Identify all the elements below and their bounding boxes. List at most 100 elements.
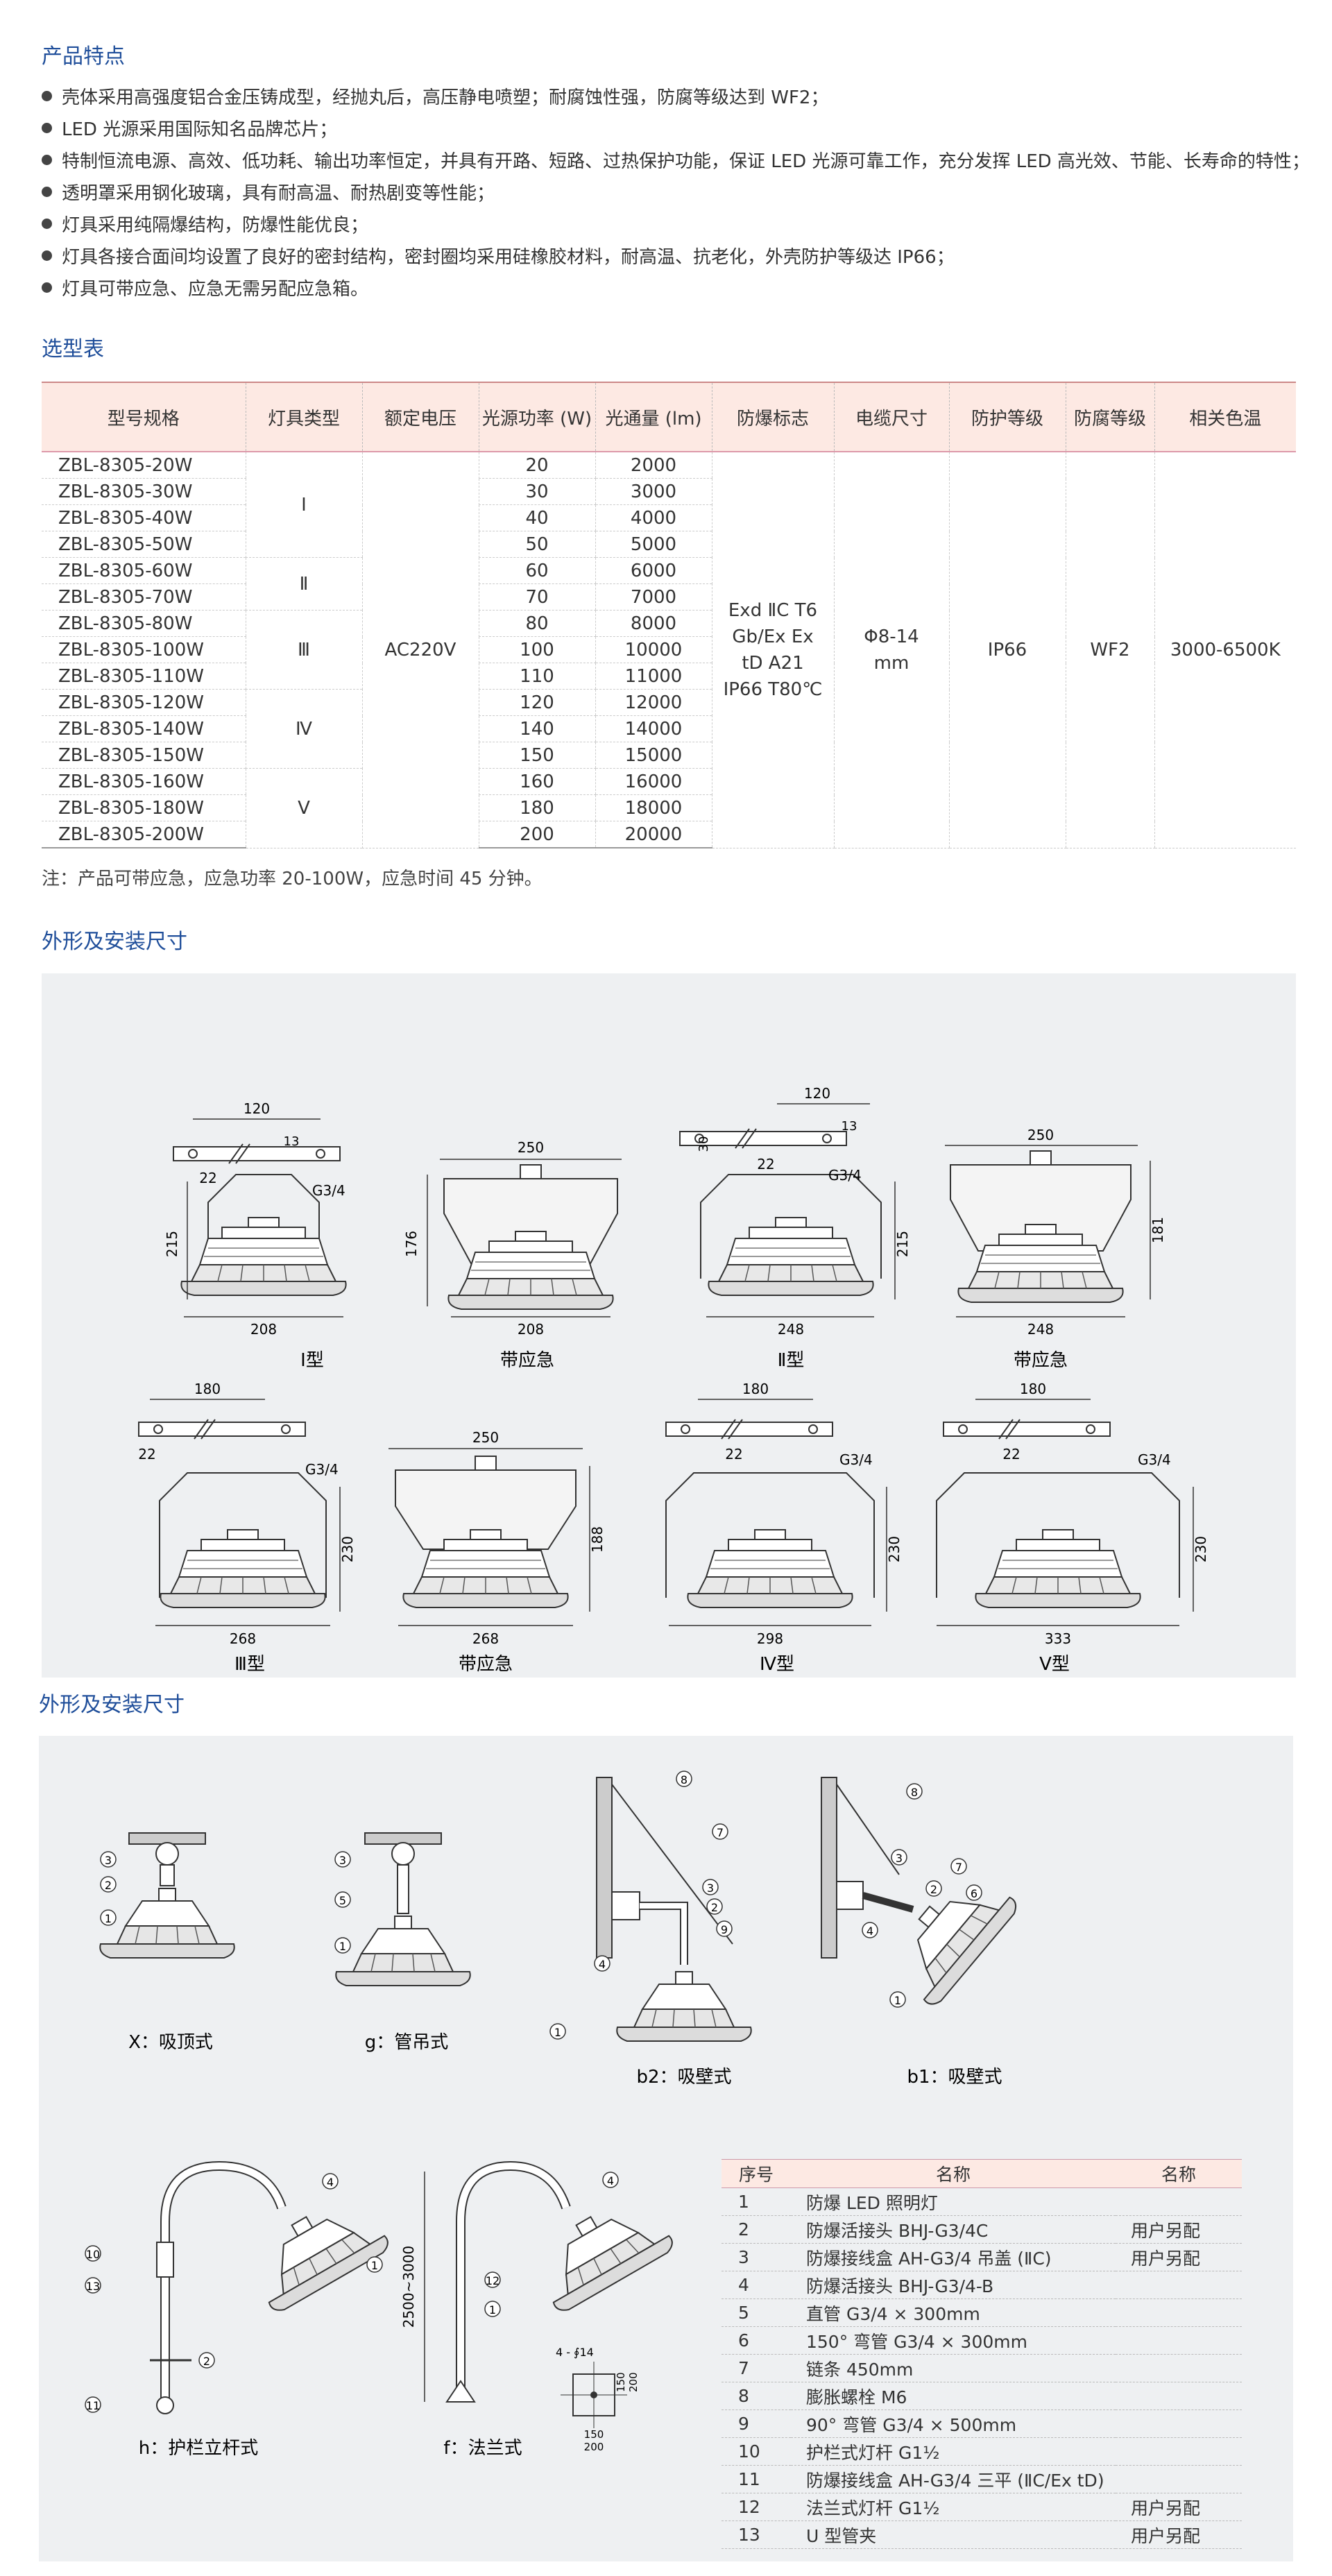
svg-text:4: 4 xyxy=(599,1958,606,1971)
dim-label: 22 xyxy=(1002,1446,1020,1462)
table-header-row: 型号规格 灯具类型 额定电压 光源功率 (W) 光通量 (lm) 防爆标志 电缆… xyxy=(42,382,1296,452)
model-cell: ZBL-8305-160W xyxy=(42,768,246,795)
model-cell: ZBL-8305-20W xyxy=(42,452,246,479)
dim-label: 22 xyxy=(725,1446,742,1462)
svg-text:11: 11 xyxy=(86,2399,100,2412)
power-cell: 80 xyxy=(478,610,595,637)
emergency-note: 注：产品可带应急，应急功率 20-100W，应急时间 45 分钟。 xyxy=(42,869,543,889)
dim-label: 22 xyxy=(757,1156,774,1172)
list-item: 透明罩采用钢化玻璃，具有耐高温、耐热剧变等性能； xyxy=(42,178,1318,210)
dim-label: 215 xyxy=(164,1231,180,1257)
part-no: 1 xyxy=(722,2187,791,2216)
feature-text: 灯具各接合面间均设置了良好的密封结构，密封圈均采用硅橡胶材料，耐高温、抗老化，外… xyxy=(62,247,955,268)
spec-table: 型号规格 灯具类型 额定电压 光源功率 (W) 光通量 (lm) 防爆标志 电缆… xyxy=(42,382,1296,848)
svg-text:2: 2 xyxy=(105,1879,112,1892)
svg-text:2: 2 xyxy=(711,1901,718,1914)
flange-dim-label: 200 xyxy=(627,2372,640,2392)
dim-label: 333 xyxy=(1045,1630,1071,1647)
dim-label: 268 xyxy=(230,1630,256,1647)
power-cell: 60 xyxy=(478,557,595,584)
part-note xyxy=(1116,2382,1242,2410)
part-note xyxy=(1116,2409,1242,2438)
flux-cell: 15000 xyxy=(595,742,712,769)
dim-label: 268 xyxy=(472,1630,499,1647)
feature-text: LED 光源采用国际知名品牌芯片； xyxy=(62,119,338,140)
part-name: 链条 450mm xyxy=(791,2354,1116,2382)
power-cell: 40 xyxy=(478,504,595,531)
model-cell: ZBL-8305-60W xyxy=(42,557,246,584)
flux-cell: 18000 xyxy=(595,794,712,821)
part-note: 用户另配 xyxy=(1116,2493,1242,2521)
figure-label: 带应急 xyxy=(1014,1350,1068,1371)
list-item: 灯具各接合面间均设置了良好的密封结构，密封圈均采用硅橡胶材料，耐高温、抗老化，外… xyxy=(42,241,1318,273)
list-item: 灯具可带应急、应急无需另配应急箱。 xyxy=(42,273,1318,305)
power-cell: 140 xyxy=(478,715,595,742)
dim-label: 248 xyxy=(1027,1321,1054,1338)
power-cell: 110 xyxy=(478,663,595,690)
svg-text:5: 5 xyxy=(339,1894,346,1907)
type2-emergency-drawing: 250 181 248 xyxy=(945,1127,1166,1338)
type-cell: Ⅴ xyxy=(245,768,362,848)
type5-drawing: 180 22 G3/4 230 333 xyxy=(936,1381,1209,1647)
spec-table-title: 选型表 xyxy=(42,337,104,361)
part-note xyxy=(1116,2326,1242,2355)
flux-cell: 14000 xyxy=(595,715,712,742)
figure-label: f：法兰式 xyxy=(443,2438,522,2459)
model-cell: ZBL-8305-180W xyxy=(42,794,246,821)
thread-label: G3/4 xyxy=(1138,1451,1171,1468)
thread-label: G3/4 xyxy=(828,1167,862,1184)
flux-cell: 4000 xyxy=(595,504,712,531)
column-header: 序号 xyxy=(722,2159,791,2188)
dim-label: 13 xyxy=(284,1134,300,1149)
wall-mount-b1-drawing: 8 3 7 2 6 4 1 b1：吸壁式 xyxy=(821,1777,1022,2088)
dim-label: 180 xyxy=(1020,1381,1046,1397)
flange-dim-label: 150 xyxy=(615,2372,627,2392)
part-name: 防爆活接头 BHJ-G3/4C xyxy=(791,2215,1116,2244)
bullet-icon xyxy=(42,282,52,293)
dim-label: 208 xyxy=(518,1321,544,1338)
power-cell: 150 xyxy=(478,742,595,769)
pipe-mount-drawing: 3 5 1 g：管吊式 xyxy=(334,1832,471,2053)
dim-label: 30 xyxy=(697,1136,711,1152)
part-name: 防爆活接头 BHJ-G3/4-B xyxy=(791,2271,1116,2299)
svg-text:9: 9 xyxy=(721,1923,728,1936)
dim-label: 180 xyxy=(742,1381,769,1397)
pole-height-label: 2500~3000 xyxy=(400,2246,417,2328)
dimensions-title: 外形及安装尺寸 xyxy=(42,930,187,954)
figure-label: Ⅱ型 xyxy=(778,1350,805,1371)
column-header: 相关色温 xyxy=(1154,382,1296,452)
power-cell: 70 xyxy=(478,583,595,611)
part-name: 法兰式灯杆 G1½ xyxy=(791,2493,1116,2521)
wall-mount-b2-drawing: 8 7 3 2 9 4 1 b2：吸壁式 xyxy=(549,1771,752,2088)
table-row: ZBL-8305-20W Ⅰ AC220V 20 2000 Exd ⅡC T6 … xyxy=(42,452,1296,848)
power-cell: 160 xyxy=(478,768,595,795)
figure-label: Ⅰ型 xyxy=(300,1350,324,1371)
power-cell: 30 xyxy=(478,478,595,505)
part-note xyxy=(1116,2271,1242,2299)
figure-label: Ⅳ型 xyxy=(760,1654,794,1675)
svg-text:8: 8 xyxy=(681,1773,688,1786)
dim-label: 181 xyxy=(1150,1217,1166,1243)
dim-label: 230 xyxy=(1193,1536,1209,1562)
part-no: 2 xyxy=(722,2215,791,2244)
feature-text: 壳体采用高强度铝合金压铸成型，经抛丸后，高压静电喷塑；耐腐蚀性强，防腐等级达到 … xyxy=(62,87,829,108)
bullet-icon xyxy=(42,219,52,229)
type1-drawing: 120 22 13 G3/4 215 208 xyxy=(164,1100,347,1338)
dimension-drawings: 120 22 13 G3/4 215 208 250 176 208 120 xyxy=(138,1085,1209,1675)
flux-cell: 6000 xyxy=(595,557,712,584)
protection-cell: IP66 xyxy=(948,452,1066,848)
flux-cell: 16000 xyxy=(595,768,712,795)
type2-drawing: 120 22 13 30 G3/4 215 248 xyxy=(679,1085,911,1338)
dim-label: 22 xyxy=(199,1170,216,1186)
guardrail-mount-drawing: 4 1 10 13 2 11 h：护栏立杆式 xyxy=(85,2160,393,2459)
type4-drawing: 180 22 G3/4 230 298 xyxy=(665,1381,903,1647)
